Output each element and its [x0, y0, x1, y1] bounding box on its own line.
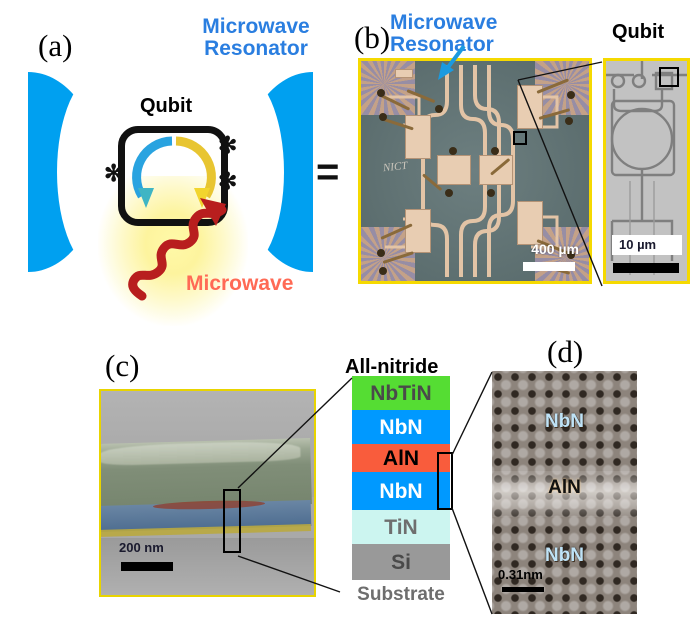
sem-mesa-layer [101, 438, 312, 510]
qubit-pad-1 [405, 115, 431, 159]
microwave-label: Microwave [186, 272, 294, 295]
josephson-junction-icon-left: ✻ [104, 160, 124, 186]
bond-pad-dot-8 [567, 251, 575, 259]
qubit-region-marker-box [513, 131, 527, 145]
qubit-pad-4 [517, 201, 543, 245]
qubit-inset-micrograph: 10 µm [603, 58, 690, 284]
panel-a-resonator-title: Microwave Resonator [176, 15, 336, 61]
tem-label-nbn-top: NbN [544, 411, 585, 433]
qubit-scalebar-bar [613, 263, 679, 273]
resonator-pointer-arrow-icon [438, 44, 466, 80]
arrow-head-right-icon [194, 188, 210, 208]
nbtin-layer: NbTiN [352, 376, 450, 410]
panel-a: (a) Microwave Resonator Qubit ✻ ✻ ✻ Micr… [0, 0, 350, 326]
panel-a-resonator-title-line2: Resonator [204, 37, 308, 61]
panel-b-resonator-title-line2: Resonator [390, 33, 494, 57]
panel-a-resonator-title-line1: Microwave [202, 15, 310, 38]
si-layer: Si [352, 544, 450, 580]
panel-b: (b) Microwave Resonator Qubit [350, 0, 700, 320]
arrow-head-left-icon [138, 188, 154, 208]
clockwise-arrow-left-icon [132, 136, 173, 199]
bond-pad-dot-4 [567, 91, 575, 99]
bond-pad-dot-5 [565, 117, 573, 125]
equals-sign: = [316, 150, 340, 194]
center-pad-left [437, 155, 471, 185]
resonator-arm-right [240, 72, 313, 272]
stack-title: All-nitride [345, 356, 439, 378]
nbn-bot-layer: NbN [352, 472, 450, 510]
qubit-junction-marker-box [659, 67, 679, 87]
tem-label-aln: AlN [548, 476, 581, 498]
panel-b-resonator-title: Microwave Resonator [390, 11, 550, 57]
chip-id-pad [395, 69, 413, 78]
panel-b-label: (b) [354, 20, 391, 55]
aln-layer-label: AlN [382, 446, 420, 470]
bond-pad-dot-2 [379, 113, 387, 121]
chip-scalebar-label: 400 µm [531, 241, 579, 257]
panel-a-label: (a) [38, 28, 73, 63]
nbtin-layer-label: NbTiN [370, 381, 432, 405]
qubit-loop-box [118, 126, 228, 226]
stack-region-marker-box [437, 452, 453, 510]
tem-scalebar-bar [502, 587, 544, 592]
qubit-scalebar-label: 10 µm [619, 237, 657, 252]
sem-scalebar-bar [121, 562, 173, 571]
all-nitride-layer-stack: NbTiN NbN AlN NbN TiN Si [352, 376, 450, 580]
tem-aln-bright-band [492, 470, 637, 517]
panel-b-resonator-title-line1: Microwave [390, 11, 498, 34]
nbn-top-layer: NbN [352, 410, 450, 444]
tem-lattice-image: NbN AlN NbN 0.31nm [492, 371, 637, 614]
tin-layer: TiN [352, 510, 450, 544]
panel-a-qubit-label: Qubit [140, 95, 193, 117]
nbn-bot-layer-label: NbN [379, 479, 423, 503]
tem-scalebar-label: 0.31nm [498, 567, 543, 582]
panel-c: (c) [0, 320, 350, 630]
qubit-pad-3 [405, 209, 431, 253]
panel-d-label: (d) [547, 334, 584, 369]
persistent-current-arrows [132, 136, 216, 208]
sem-cross-section-image: 200 nm [99, 389, 316, 597]
microwave-wave-icon [128, 198, 227, 301]
aln-layer: AlN [352, 444, 450, 472]
panel-d: (d) [480, 330, 700, 630]
bond-pad-dot-6 [377, 249, 385, 257]
si-layer-label: Si [391, 550, 411, 574]
bond-pad-dot-11 [445, 189, 453, 197]
bond-pad-dot-3 [435, 105, 443, 113]
bond-pad-dot-10 [491, 147, 499, 155]
microwave-arrow-head-icon [200, 198, 226, 226]
sem-region-marker-box [223, 489, 241, 553]
counterclockwise-arrow-right-icon [175, 136, 216, 199]
panel-c-label: (c) [105, 348, 140, 383]
panel-b-qubit-title: Qubit [612, 21, 665, 43]
tem-label-nbn-bot: NbN [544, 544, 585, 566]
bond-pad-dot-12 [487, 189, 495, 197]
bond-pad-dot-9 [449, 147, 457, 155]
bond-pad-dot-7 [379, 267, 387, 275]
josephson-junction-icon-bottom-right: ✻ [218, 168, 238, 194]
chip-micrograph: NICT 400 µm [358, 58, 592, 284]
chip-scalebar-bar [523, 262, 575, 271]
bond-pad-dot-1 [377, 89, 385, 97]
panel-b-leader-lines [517, 61, 603, 287]
qubit-scalebar-plate [612, 235, 682, 255]
tin-layer-label: TiN [384, 515, 418, 539]
sem-mesa-top-surface [101, 440, 301, 466]
resonator-arm-left [28, 72, 101, 272]
josephson-junction-icon-top-right: ✻ [218, 132, 238, 158]
stack-substrate-label: Substrate [357, 584, 445, 605]
nbn-top-layer-label: NbN [379, 415, 423, 439]
sem-scalebar-label: 200 nm [119, 540, 164, 555]
